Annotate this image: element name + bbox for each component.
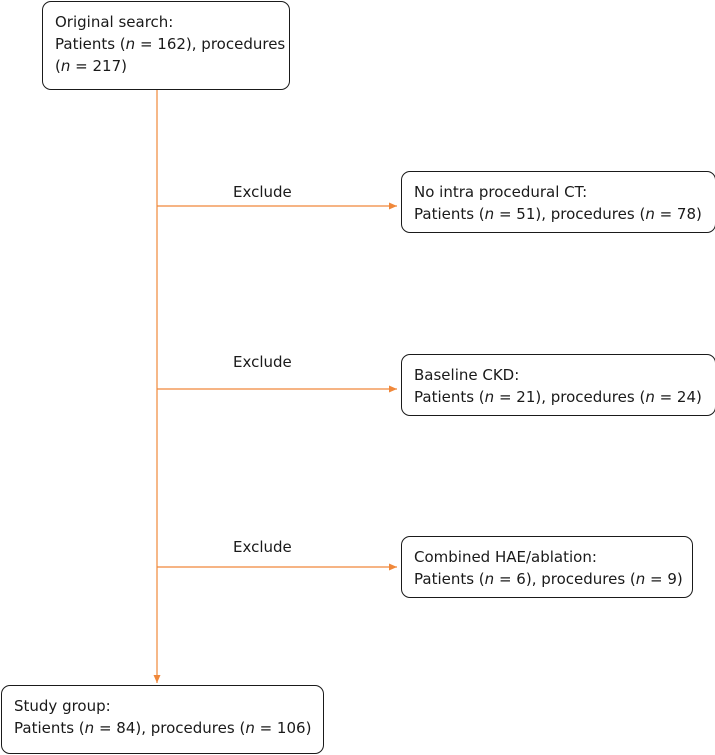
exclude-label-2: Exclude bbox=[233, 353, 292, 371]
exclude-box-3-counts: Patients (n = 6), procedures (n = 9) bbox=[414, 570, 683, 588]
exclude-box-baseline-ckd: Baseline CKD: Patients (n = 21), procedu… bbox=[401, 354, 715, 416]
exclude-label-1: Exclude bbox=[233, 183, 292, 201]
exclude-label-3: Exclude bbox=[233, 538, 292, 556]
exclude-box-1-counts: Patients (n = 51), procedures (n = 78) bbox=[414, 205, 702, 223]
exclude-box-combined-hae: Combined HAE/ablation: Patients (n = 6),… bbox=[401, 536, 693, 598]
exclude-box-2-title: Baseline CKD: bbox=[414, 366, 520, 384]
exclude-box-1-title: No intra procedural CT: bbox=[414, 183, 588, 201]
study-group-counts: Patients (n = 84), procedures (n = 106) bbox=[14, 719, 312, 737]
study-group-title: Study group: bbox=[14, 697, 111, 715]
original-search-title: Original search: bbox=[55, 13, 174, 31]
exclude-box-3-title: Combined HAE/ablation: bbox=[414, 548, 597, 566]
exclude-box-no-ct: No intra procedural CT: Patients (n = 51… bbox=[401, 171, 715, 233]
exclude-box-2-counts: Patients (n = 21), procedures (n = 24) bbox=[414, 388, 702, 406]
original-search-line-1: Patients (n = 162), procedures bbox=[55, 35, 286, 53]
study-group-box: Study group: Patients (n = 84), procedur… bbox=[1, 685, 324, 754]
original-search-box: Original search: Patients (n = 162), pro… bbox=[42, 1, 290, 90]
original-search-line-2: (n = 217) bbox=[55, 57, 127, 75]
